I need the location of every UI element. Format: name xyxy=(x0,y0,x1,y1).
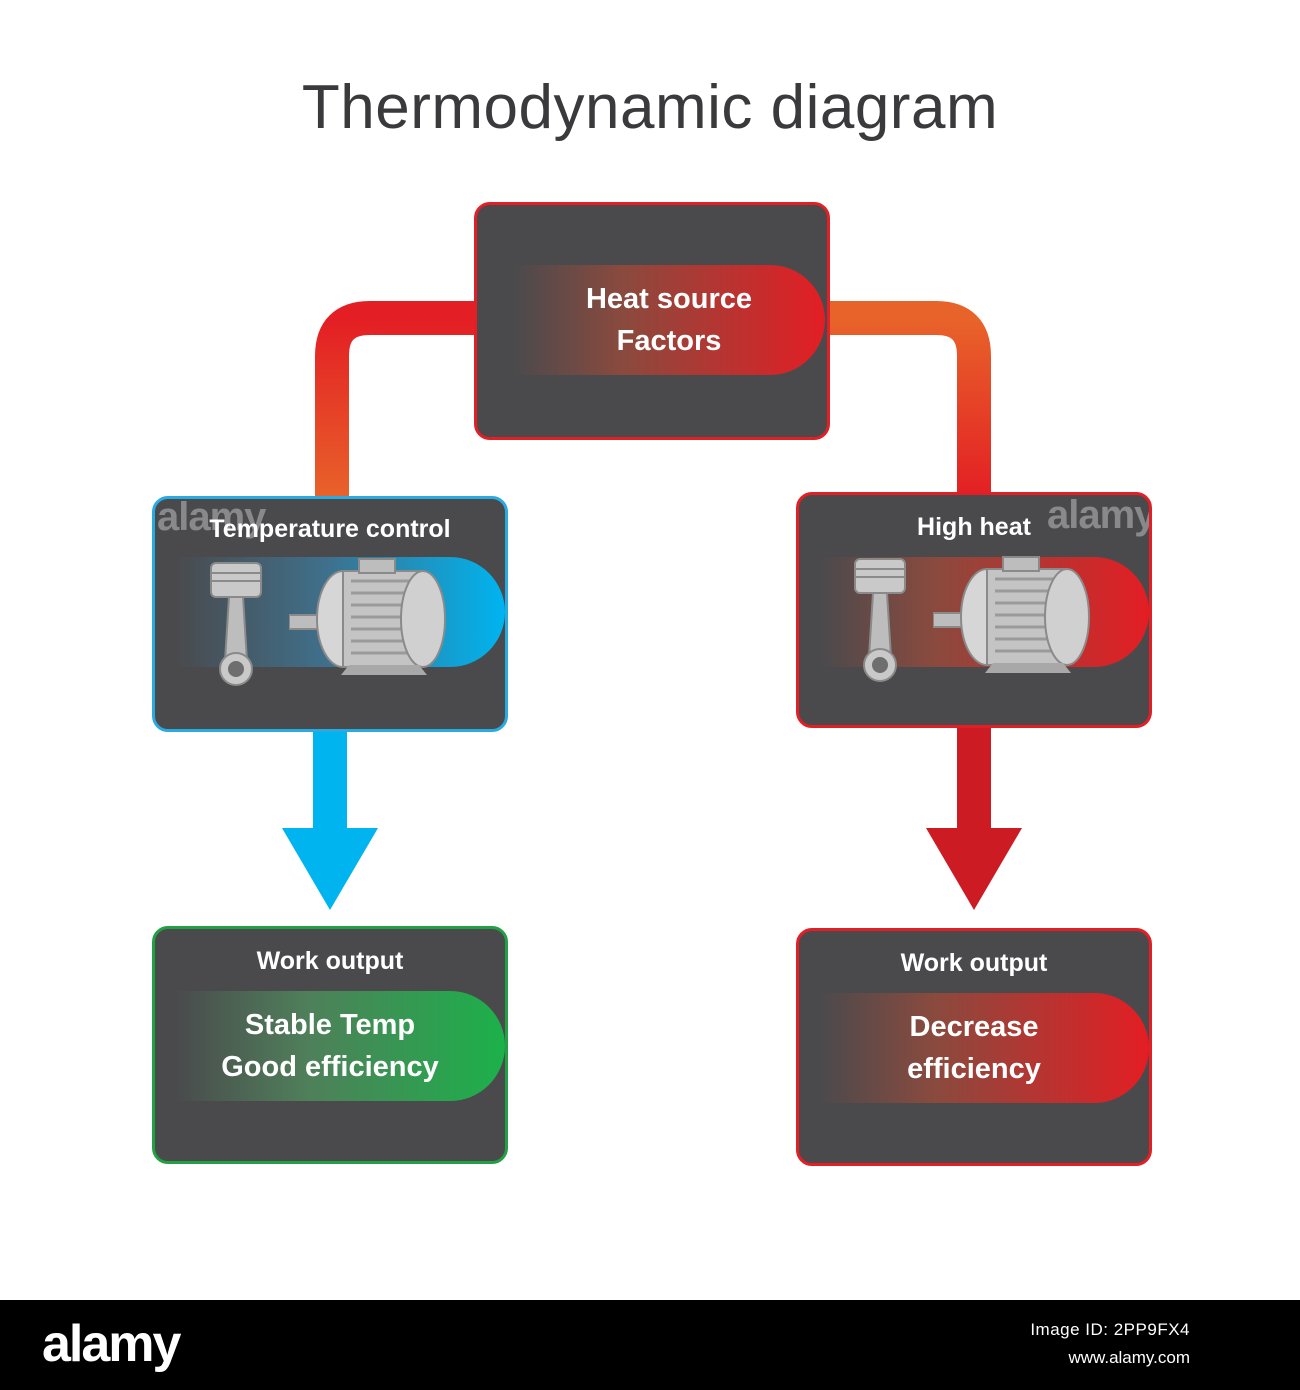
piston-icon xyxy=(854,558,906,682)
work-output-right-line1: Decrease xyxy=(909,1011,1039,1043)
diagram-canvas: Thermodynamic diagram xyxy=(152,73,1152,1166)
work-output-left-pill: Stable Temp Good efficiency xyxy=(175,991,505,1101)
watermark: alamy xyxy=(1047,493,1152,537)
heat-source-pill: Heat source Factors xyxy=(513,265,825,375)
footer-url-text: www.alamy.com xyxy=(1068,1348,1190,1367)
work-output-right-box: Work output Decrease efficiency xyxy=(796,928,1152,1166)
work-output-left-label: Work output xyxy=(256,947,404,975)
electric-motor-icon xyxy=(933,556,1090,673)
down-arrow-icon-blue xyxy=(282,728,378,910)
work-output-left-box: Work output Stable Temp Good efficiency xyxy=(152,926,508,1164)
work-output-right-line2: efficiency xyxy=(907,1053,1041,1085)
work-output-left-line2: Good efficiency xyxy=(221,1051,439,1083)
diagram-title: Thermodynamic diagram xyxy=(301,73,999,142)
stock-footer-bar: alamy Image ID: 2PP9FX4 www.alamy.com xyxy=(0,1300,1300,1390)
connector-right xyxy=(826,301,991,500)
heat-source-line1: Heat source xyxy=(585,283,752,315)
high-heat-label: High heat xyxy=(917,513,1031,541)
piston-icon xyxy=(210,562,262,686)
electric-motor-icon xyxy=(289,558,446,675)
temperature-control-box: Temperature control alamy xyxy=(152,496,508,732)
alamy-logo: alamy xyxy=(42,1315,181,1373)
work-output-right-pill: Decrease efficiency xyxy=(819,993,1149,1103)
watermark: alamy xyxy=(157,496,266,539)
down-arrow-icon-red xyxy=(926,726,1022,910)
connector-layer xyxy=(282,301,1022,910)
heat-source-line2: Factors xyxy=(616,325,722,357)
image-id-text: Image ID: 2PP9FX4 xyxy=(1030,1320,1190,1339)
temperature-control-label: Temperature control xyxy=(209,515,451,543)
high-heat-box: High heat alamy xyxy=(796,492,1152,728)
connector-left xyxy=(315,301,480,500)
heat-source-box: Heat source Factors xyxy=(474,202,830,440)
work-output-right-label: Work output xyxy=(900,949,1048,977)
work-output-left-line1: Stable Temp xyxy=(244,1009,416,1041)
